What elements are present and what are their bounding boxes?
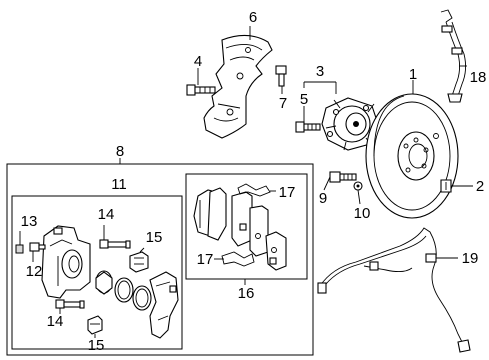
callout-11: 11 [111, 176, 127, 193]
callout-16: 16 [238, 285, 255, 302]
bleeder-screw-part [29, 242, 46, 252]
bleeder-cap-part [15, 244, 24, 254]
rotor-screw-part [440, 179, 452, 193]
guide-pin-upper-part [99, 239, 131, 249]
pin-boot-lower-part [87, 315, 103, 335]
callout-6: 6 [249, 9, 257, 26]
dust-shield-part [203, 34, 273, 139]
callout-13: 13 [21, 213, 38, 230]
shield-screw-part [275, 65, 287, 87]
guide-pin-lower-part [55, 299, 85, 309]
caliper-kit-box [11, 195, 183, 350]
hub-bolt-part [295, 121, 321, 133]
callout-14-lower: 14 [47, 313, 64, 330]
abs-sensor-wire-part [440, 9, 467, 103]
leader-9 [323, 176, 331, 191]
callout-1: 1 [409, 66, 417, 83]
dust-boot-part [132, 285, 152, 311]
callout-9: 9 [319, 190, 327, 207]
callout-15-upper: 15 [146, 229, 163, 246]
leader-15a [139, 247, 145, 253]
brake-hose-part [317, 227, 471, 353]
pad-clip-bottom-part [221, 251, 255, 267]
caliper-bolt-part [329, 171, 357, 183]
leader-3 [303, 81, 337, 94]
callout-8: 8 [116, 143, 124, 160]
callout-17-lower: 17 [197, 251, 214, 268]
pad-kit-box [185, 173, 308, 280]
leader-10 [357, 189, 361, 205]
callout-10: 10 [354, 205, 371, 222]
washer-part [353, 181, 363, 191]
callout-5: 5 [300, 91, 308, 108]
brake-rotor-part [365, 93, 459, 219]
caliper-bracket-part [149, 271, 179, 339]
callout-12: 12 [26, 263, 43, 280]
pin-boot-upper-part [129, 251, 149, 273]
caliper-assembly-box [6, 163, 314, 356]
shield-bolt-part [186, 84, 216, 96]
callout-7: 7 [279, 95, 287, 112]
callout-14-upper: 14 [98, 206, 115, 223]
caliper-body-part [41, 225, 91, 299]
pad-clip-top-part [237, 183, 271, 197]
callout-17-upper: 17 [279, 184, 296, 201]
callout-2: 2 [476, 178, 484, 195]
callout-4: 4 [194, 53, 202, 70]
callout-15-lower: 15 [88, 337, 105, 354]
piston-seal-part [114, 277, 134, 303]
callout-3: 3 [316, 63, 324, 80]
callout-19: 19 [462, 250, 479, 267]
wheel-hub-part [321, 97, 379, 151]
caliper-piston-part [95, 270, 113, 295]
callout-18: 18 [470, 69, 487, 86]
brake-pad-set-part [193, 187, 287, 271]
